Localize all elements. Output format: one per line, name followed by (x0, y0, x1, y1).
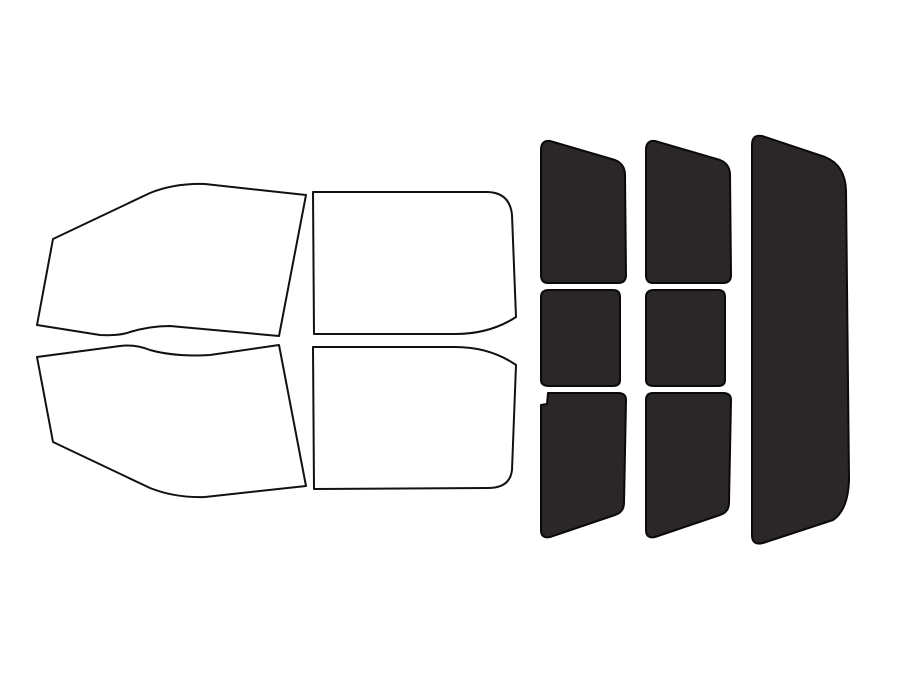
tinted-window-left-bottom[interactable] (540, 392, 627, 539)
tinted-window-left-top[interactable] (540, 139, 627, 284)
front-door-window-upper[interactable] (36, 182, 307, 337)
rear-door-window-lower[interactable] (312, 346, 517, 490)
tinted-rear-windshield[interactable] (751, 134, 850, 545)
tinted-window-right-middle[interactable] (645, 289, 726, 387)
tinted-window-right-bottom[interactable] (645, 392, 732, 539)
tinted-window-left-middle[interactable] (540, 289, 621, 387)
tinted-window-right-top[interactable] (645, 139, 732, 284)
rear-door-window-upper[interactable] (312, 191, 517, 335)
front-door-window-lower[interactable] (36, 344, 307, 499)
